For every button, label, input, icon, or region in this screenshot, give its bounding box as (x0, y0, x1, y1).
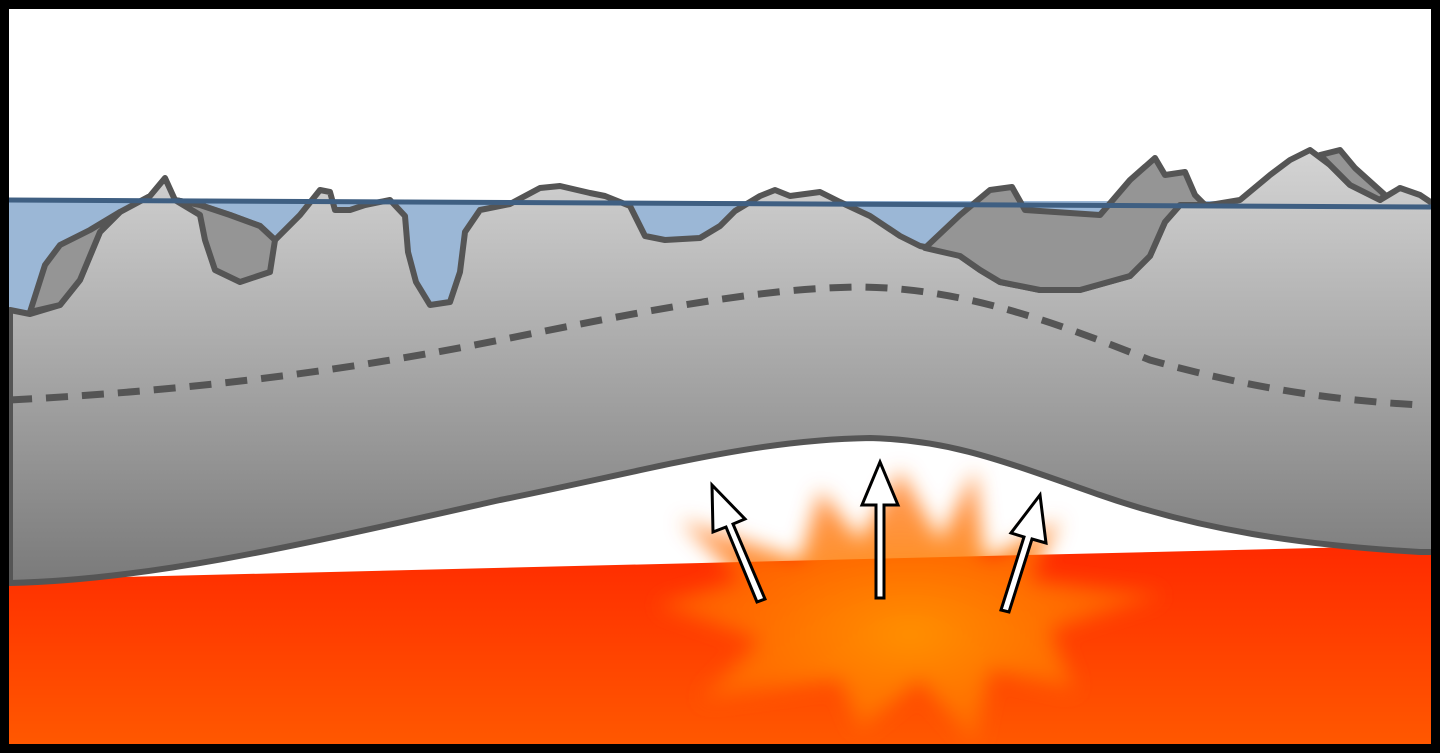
upward-arrow-icon (999, 491, 1048, 614)
upward-arrow-icon (859, 458, 901, 600)
sea-level-line (9, 197, 1431, 210)
dark-rock-masses (27, 147, 1388, 315)
mantle (9, 545, 1431, 744)
upward-arrow-icon (710, 481, 767, 604)
crust (9, 147, 1431, 586)
dashed-boundary-line (9, 283, 1421, 409)
